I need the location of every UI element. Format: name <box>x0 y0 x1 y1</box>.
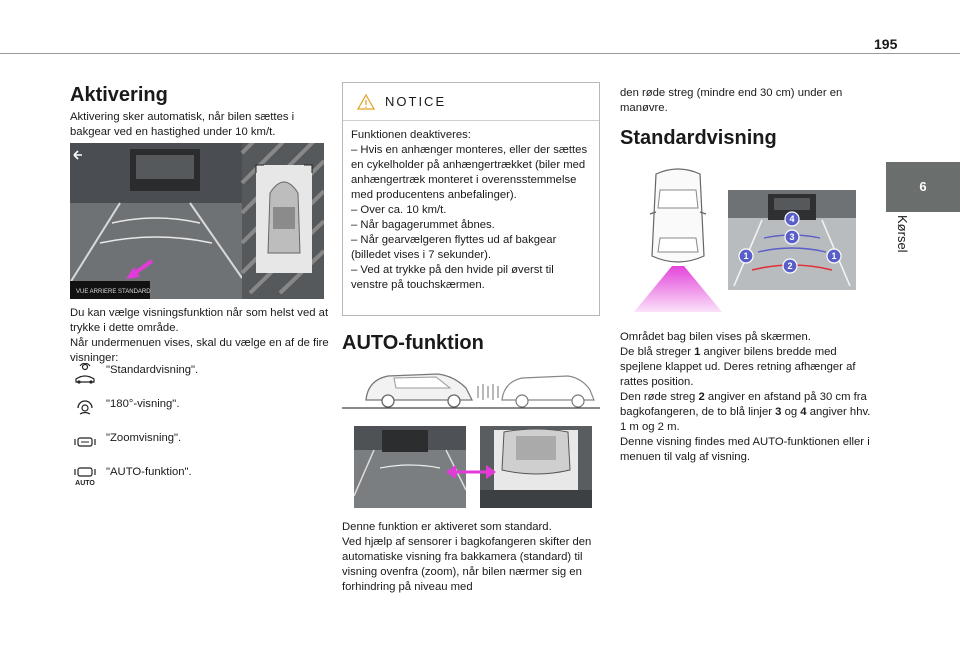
camera-screen-image: VUE ARRIERE STANDARD <box>70 143 324 299</box>
callout-1-right: 1 <box>826 248 842 264</box>
page-number: 195 <box>874 36 898 52</box>
header-rule <box>0 53 960 54</box>
warning-triangle-icon <box>357 93 375 110</box>
view-option-180: "180°-visning". <box>70 397 310 431</box>
notice-title: NOTICE <box>385 94 447 109</box>
svg-text:1: 1 <box>831 251 836 261</box>
auto-function-continuation: den røde streg (mindre end 30 cm) under … <box>620 87 843 114</box>
notice-header: NOTICE <box>343 83 599 121</box>
chapter-tab: 6 <box>886 162 960 212</box>
notice-body: Funktionen deaktiveres: – Hvis en anhæng… <box>351 129 588 291</box>
view-option-label: "Zoomvisning". <box>106 432 182 444</box>
callout-2: 2 <box>782 258 798 274</box>
view-options-list: "Standardvisning". "180°-visning". "Zoom… <box>70 363 310 499</box>
view-option-auto: AUTO "AUTO-funktion". <box>70 465 310 499</box>
view-option-label: "Standardvisning". <box>106 364 199 376</box>
view-option-zoom: "Zoomvisning". <box>70 431 310 465</box>
heading-auto-function: AUTO-funktion <box>342 332 484 354</box>
svg-text:4: 4 <box>789 214 794 224</box>
standard-view-icon <box>75 363 95 384</box>
heading-standard-view: Standardvisning <box>620 127 777 149</box>
notice-box: NOTICE Funktionen deaktiveres: – Hvis en… <box>342 82 600 316</box>
pointer-arrow-icon <box>126 267 140 279</box>
callout-4: 4 <box>784 211 800 227</box>
standard-view-text: Området bag bilen vises på skærmen. De b… <box>620 330 876 465</box>
callout-1-left: 1 <box>738 248 754 264</box>
svg-text:AUTO: AUTO <box>75 480 95 487</box>
svg-text:1: 1 <box>743 251 748 261</box>
screen-label: VUE ARRIERE STANDARD <box>76 289 151 295</box>
view-option-label: "180°-visning". <box>106 398 180 410</box>
view-option-label: "AUTO-funktion". <box>106 466 192 478</box>
auto-function-text: Denne funktion er aktiveret som standard… <box>342 521 592 593</box>
back-arrow-icon <box>73 150 82 160</box>
chapter-title: Kørsel <box>895 215 910 253</box>
heading-activation: Aktivering <box>70 84 168 106</box>
svg-text:3: 3 <box>789 232 794 242</box>
180-view-icon <box>77 400 93 415</box>
standard-view-image: 4 3 1 2 1 <box>728 190 856 290</box>
standard-view-para-4: Denne visning findes med AUTO-funktionen… <box>620 436 870 463</box>
standard-view-para-2: De blå streger 1 angiver bilens bredde m… <box>620 346 856 388</box>
standard-view-para-1: Området bag bilen vises på skærmen. <box>620 331 811 343</box>
standard-view-para-3: Den røde streg 2 angiver en afstand på 3… <box>620 391 871 433</box>
switch-view-arrow-icon <box>446 465 496 479</box>
zoom-view-icon <box>74 437 96 447</box>
top-view-car-diagram <box>634 168 722 312</box>
auto-view-icon: AUTO <box>74 467 96 487</box>
activation-intro: Aktivering sker automatisk, når bilen sæ… <box>70 111 295 138</box>
callout-3: 3 <box>784 229 800 245</box>
view-option-standard: "Standardvisning". <box>70 363 310 397</box>
svg-text:2: 2 <box>787 261 792 271</box>
cars-sensor-illustration <box>342 362 600 412</box>
top-zoom-view-image <box>480 426 592 508</box>
rear-camera-image <box>354 426 466 508</box>
view-select-text: Du kan vælge visningsfunktion når som he… <box>70 307 329 364</box>
